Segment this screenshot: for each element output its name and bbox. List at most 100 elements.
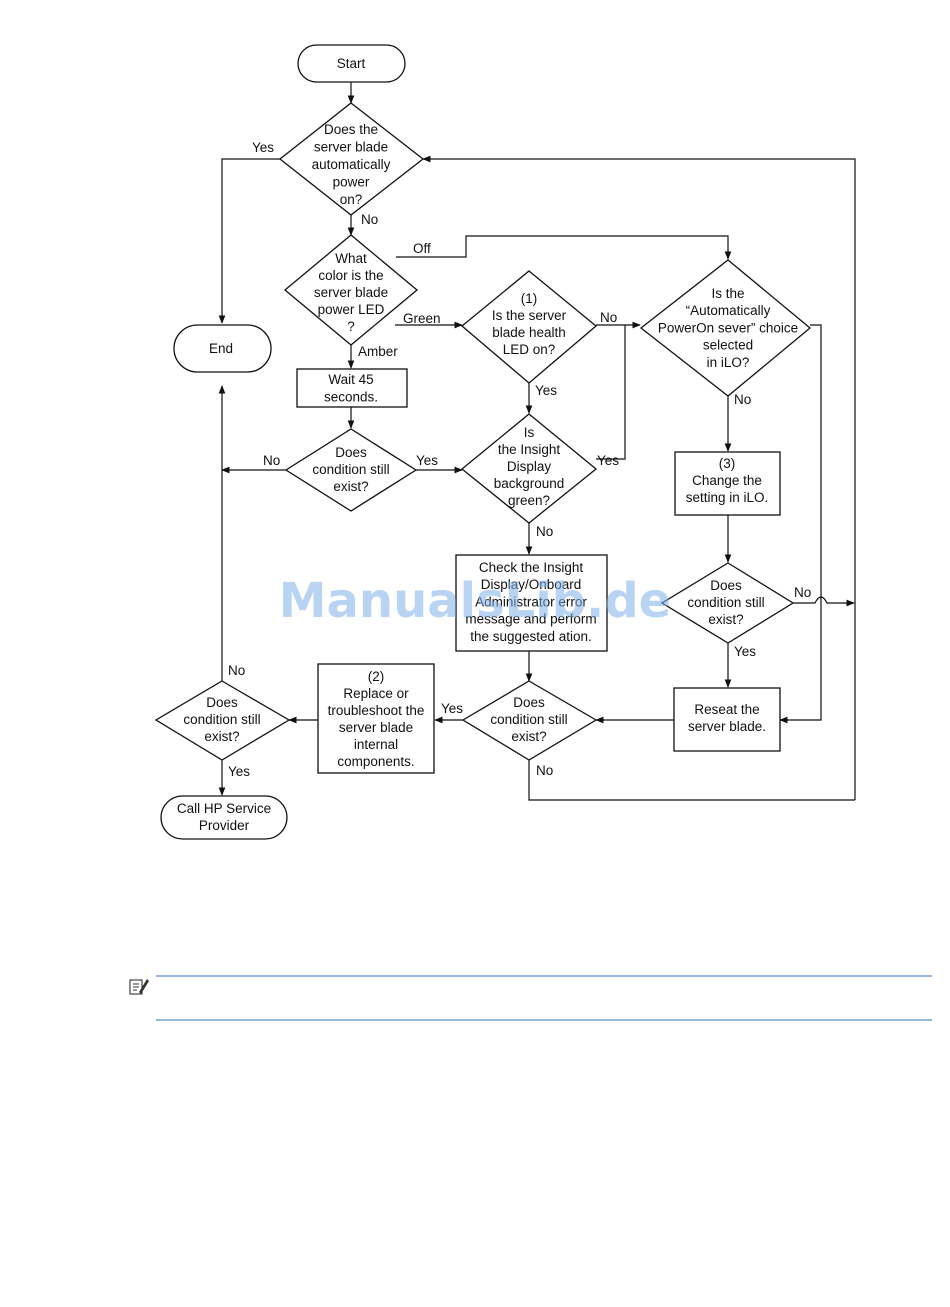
- node-text-line: green?: [508, 493, 550, 508]
- node-text-line: Is the server: [492, 308, 567, 323]
- node-text-line: server blade: [314, 140, 388, 155]
- connectors: [218, 82, 856, 801]
- replace-process: [317, 663, 435, 774]
- node-text-line: server blade: [339, 720, 413, 735]
- node-text-line: the Insight: [498, 442, 561, 457]
- node-text-line: Display/Onboard: [481, 577, 582, 592]
- condition-decision-left: [154, 680, 291, 761]
- node-text-line: seconds.: [324, 390, 378, 405]
- node-text-line: Does: [513, 695, 545, 710]
- node-text-line: background: [494, 476, 565, 491]
- node-text-line: automatically: [312, 157, 391, 172]
- node-text-line: condition still: [312, 462, 389, 477]
- node-text-line: power: [333, 175, 370, 190]
- node-text-line: Check the Insight: [479, 560, 584, 575]
- node-text-line: internal: [354, 737, 398, 752]
- edge-label-no-insight: No: [536, 524, 553, 539]
- end-terminal: [173, 324, 272, 373]
- node-text-line: PowerOn sever” choice: [658, 320, 798, 335]
- edge-label-off: Off: [413, 241, 431, 256]
- wait-process: [296, 368, 408, 408]
- node-text-line: End: [209, 341, 233, 356]
- node-text-line: Does: [710, 578, 742, 593]
- node-text-line: Display: [507, 459, 552, 474]
- edge-label-no-cond-mid: No: [536, 763, 553, 778]
- node-text-cond-right: Does condition still exist?: [687, 578, 764, 627]
- node-text-line: What: [335, 251, 367, 266]
- node-text-cond-mid: Does condition still exist?: [490, 695, 567, 744]
- node-text-line: server blade.: [688, 719, 766, 734]
- edge-label-yes-insight: Yes: [597, 453, 619, 468]
- node-text-line: message and perform: [465, 612, 596, 627]
- insight-green-decision: [460, 413, 598, 524]
- node-text-line: components.: [337, 754, 414, 769]
- node-text-line: color is the: [318, 268, 383, 283]
- edge-label-no-color: No: [361, 212, 378, 227]
- check-insight-process: [455, 554, 608, 652]
- node-text-line: condition still: [183, 712, 260, 727]
- node-text-line: Administrator error: [475, 594, 587, 609]
- change-setting-process: [674, 451, 781, 516]
- health-led-decision: [460, 270, 598, 384]
- node-text-line: setting in iLO.: [686, 490, 769, 505]
- node-text-line: (1): [521, 291, 538, 306]
- node-text-line: in iLO?: [707, 355, 750, 370]
- led-color-decision: [283, 234, 419, 346]
- node-text-line: “Automatically: [686, 303, 771, 318]
- node-text-line: (3): [719, 456, 736, 471]
- edge-label-yes-end: Yes: [252, 140, 274, 155]
- edge-label-green: Green: [403, 311, 441, 326]
- call-hp-terminal: [160, 795, 288, 840]
- node-text-line: (2): [368, 669, 385, 684]
- node-text-line: Is: [524, 425, 535, 440]
- edge-label-amber: Amber: [358, 344, 398, 359]
- node-text-line: the suggested ation.: [470, 629, 592, 644]
- edge-label-yes-cond-right: Yes: [734, 644, 756, 659]
- node-text-line: condition still: [490, 712, 567, 727]
- node-text-start: Start: [337, 56, 366, 71]
- node-text-line: exist?: [204, 729, 239, 744]
- edge-label-no-cond-right: No: [794, 585, 811, 600]
- edge-label-yes-cond1: Yes: [416, 453, 438, 468]
- start-terminal: [297, 44, 406, 83]
- edge-label-no-health: No: [600, 310, 617, 325]
- auto-power-decision: [278, 102, 425, 216]
- condition-decision-mid: [461, 680, 598, 761]
- node-text-line: exist?: [511, 729, 546, 744]
- node-text-line: on?: [340, 192, 363, 207]
- note-pencil-icon: [129, 979, 149, 995]
- node-text-line: Wait 45: [328, 372, 373, 387]
- edge-label-no-cond1: No: [263, 453, 280, 468]
- node-text-line: Reseat the: [694, 702, 759, 717]
- edge-label-no-cond-left: No: [228, 663, 245, 678]
- condition-decision-1: [284, 428, 418, 512]
- node-text-line: Call HP Service: [177, 801, 271, 816]
- node-text-line: condition still: [687, 595, 764, 610]
- node-text-end: End: [209, 341, 233, 356]
- node-text-line: troubleshoot the: [328, 703, 425, 718]
- node-text-line: Provider: [199, 818, 250, 833]
- node-text-line: power LED: [318, 302, 385, 317]
- node-text-reseat: Reseat the server blade.: [688, 702, 766, 734]
- condition-decision-right: [660, 562, 795, 644]
- node-text-line: blade health: [492, 325, 566, 340]
- edge-label-yes-health: Yes: [535, 383, 557, 398]
- auto-poweron-decision: [639, 259, 812, 397]
- node-text-line: exist?: [708, 612, 743, 627]
- reseat-process: [673, 687, 781, 752]
- node-text-wait: Wait 45 seconds.: [324, 372, 378, 405]
- node-text-line: ?: [347, 319, 355, 334]
- edge-label-no-autopower: No: [734, 392, 751, 407]
